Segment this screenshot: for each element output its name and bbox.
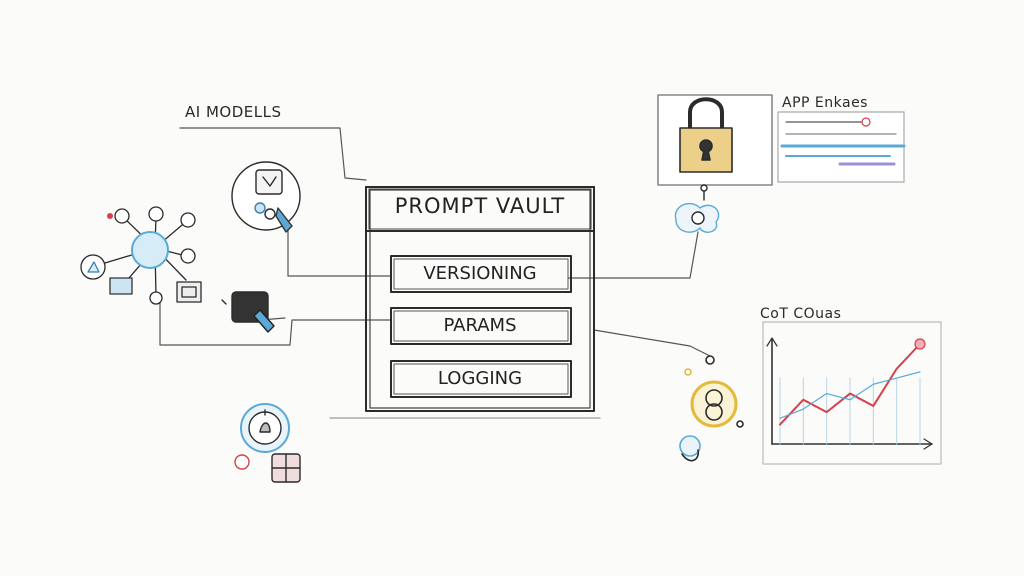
- vault-item-logging: LOGGING: [437, 368, 523, 389]
- versioning-box: [390, 255, 572, 293]
- app-entries-label: APP Enkaes: [782, 95, 868, 111]
- vault-item-versioning: VERSIONING: [423, 263, 537, 284]
- pointer-cursor-icon: [221, 291, 275, 333]
- vault-item-params: PARAMS: [443, 315, 517, 336]
- model-chip-icon: [231, 161, 301, 233]
- cloud-node-icon: [674, 184, 720, 233]
- cost-chart-label: CoT COuas: [760, 306, 842, 322]
- logging-box: [390, 360, 572, 398]
- params-box: [390, 307, 572, 345]
- chart-endpoint-marker: [914, 338, 926, 350]
- chart-series-line: [779, 371, 921, 419]
- prompt-vault-title: PROMPT VAULT: [394, 194, 566, 218]
- gear-node-icon: [234, 403, 301, 483]
- lock-icon: [657, 94, 773, 186]
- node-network-icon: [80, 206, 202, 305]
- cost-chart-frame: [762, 321, 942, 465]
- prompt-vault-box: [365, 186, 595, 412]
- chart-series-line: [779, 343, 921, 426]
- ring-node-icon: [679, 355, 744, 462]
- ai-models-label: AI MODELLS: [185, 103, 282, 121]
- app-entries-panel: [777, 111, 906, 183]
